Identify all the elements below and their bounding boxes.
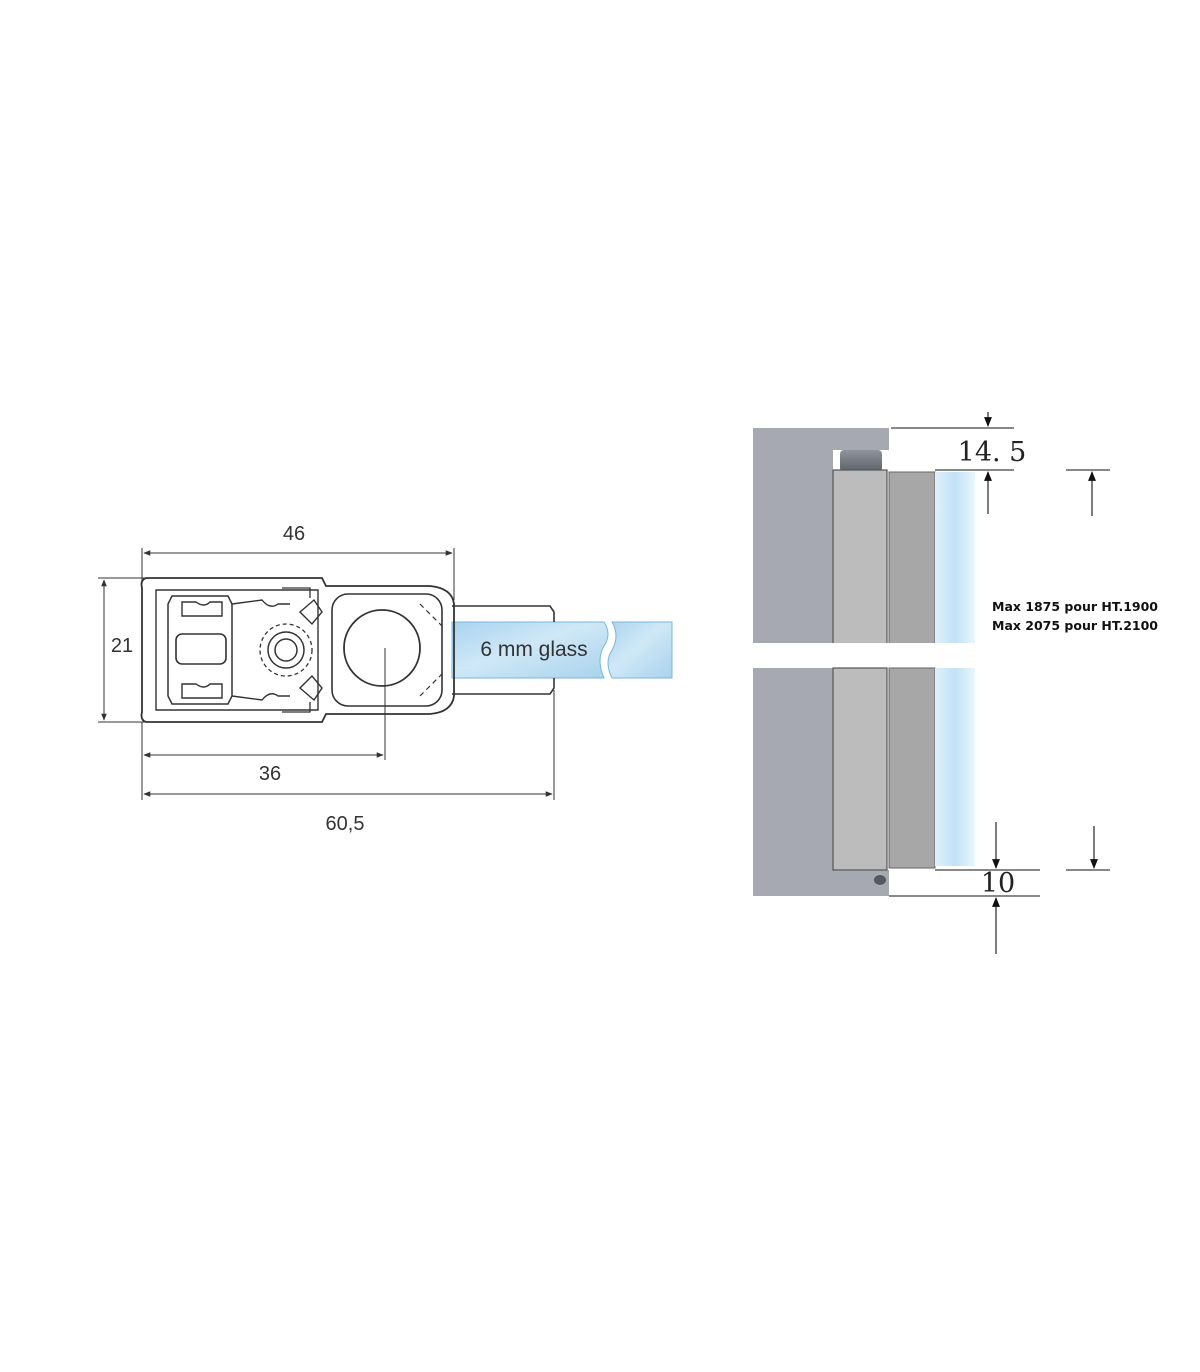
glass-panel [451, 621, 673, 679]
clamp-lip [452, 605, 555, 695]
top-pin [840, 450, 882, 472]
dim-60-5-label: 60,5 [326, 813, 365, 835]
bottom-pin [874, 875, 886, 885]
seal-slot [175, 633, 227, 665]
dim-46-label: 46 [283, 523, 305, 545]
note-max-2075: Max 2075 pour HT.2100 [992, 618, 1159, 633]
elevation-dimensions [889, 412, 1110, 954]
profile-strip-top [832, 469, 888, 645]
gasket-strip-top [888, 471, 936, 645]
dim-36-label: 36 [259, 763, 281, 785]
glass-label: 6 mm glass [480, 638, 587, 661]
dim-21-label: 21 [111, 635, 133, 657]
dim-14-5-label: 14. 5 [958, 437, 1027, 468]
wall-frame-top [753, 428, 833, 644]
dim-10-label: 10 [981, 868, 1015, 899]
profile-dimensions [98, 548, 555, 800]
clamp-housing [331, 593, 443, 707]
profile-inner [155, 589, 319, 711]
profile-section [140, 577, 673, 723]
wall-frame-bottom [753, 668, 833, 896]
note-max-1875: Max 1875 pour HT.1900 [992, 599, 1159, 614]
elevation-view [753, 428, 980, 896]
hinge-pivot [259, 587, 323, 713]
glass-elevation-top [935, 472, 975, 644]
profile-outer [140, 577, 455, 723]
